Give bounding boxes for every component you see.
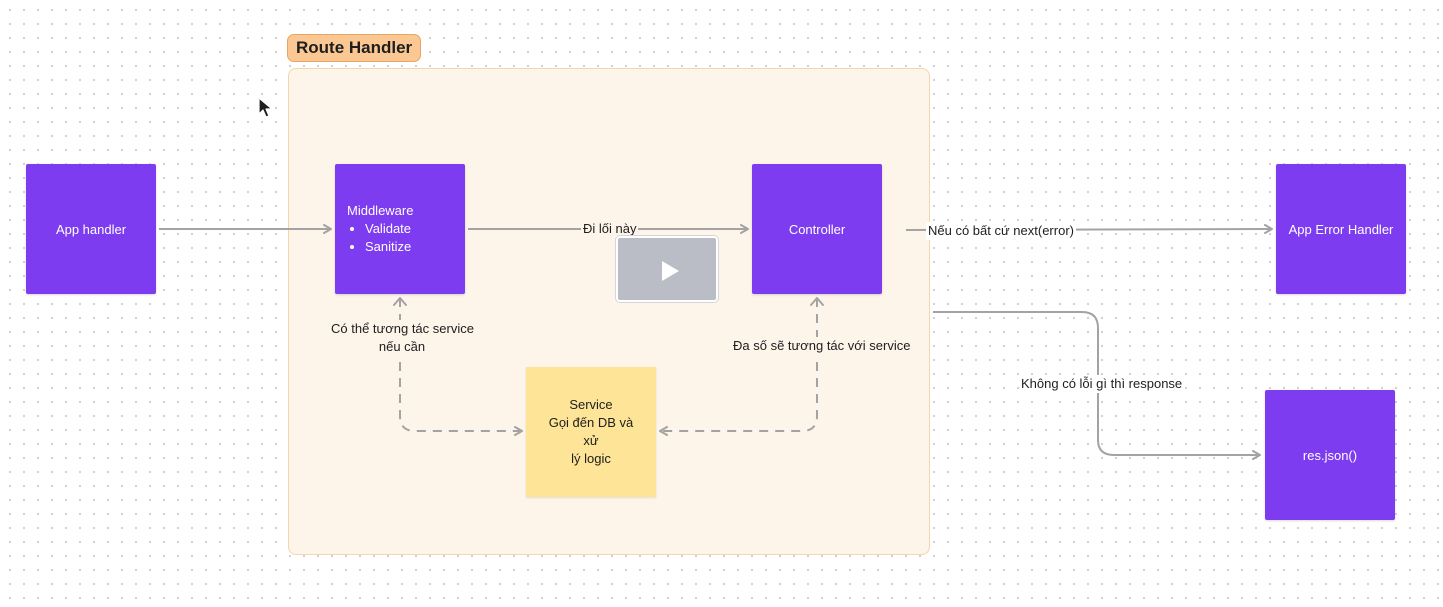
controller-node[interactable]: Controller xyxy=(752,164,882,294)
edge-label-controller-service[interactable]: Đa số sẽ tương tác với service xyxy=(731,337,913,355)
res-json-node[interactable]: res.json() xyxy=(1265,390,1395,520)
edge-label-middleware-service[interactable]: Có thể tương tác service nếu cần xyxy=(329,320,475,356)
app-error-handler-node[interactable]: App Error Handler xyxy=(1276,164,1406,294)
edge-middleware-service xyxy=(399,298,523,436)
controller-label: Controller xyxy=(788,221,846,237)
video-embed[interactable] xyxy=(616,236,718,302)
service-sticky-note[interactable]: Service Gọi đến DB và xử lý logic xyxy=(526,367,656,497)
app-handler-label: App handler xyxy=(55,221,127,237)
edge-label-response[interactable]: Không có lỗi gì thì response xyxy=(1019,375,1185,393)
middleware-item-sanitize: Sanitize xyxy=(365,238,413,256)
edge-label-next-error[interactable]: Nếu có bất cứ next(error) xyxy=(926,222,1076,240)
service-desc-line-1: Gọi đến DB và xử xyxy=(548,415,634,448)
edge-controller-service xyxy=(659,298,818,436)
frame-title[interactable]: Route Handler xyxy=(287,34,422,62)
play-icon[interactable] xyxy=(662,261,679,281)
service-desc-line-2: lý logic xyxy=(571,451,611,466)
edge-label-middleware-service-line-2: nếu cần xyxy=(378,339,426,354)
app-error-handler-label: App Error Handler xyxy=(1288,221,1394,237)
service-title: Service xyxy=(569,397,613,412)
middleware-title: Middleware xyxy=(347,203,414,218)
edge-label-di-loi-nay[interactable]: Đi lối này xyxy=(581,220,639,238)
middleware-node[interactable]: Middleware Validate Sanitize xyxy=(335,164,465,294)
app-handler-node[interactable]: App handler xyxy=(26,164,156,294)
mouse-cursor-icon xyxy=(258,97,273,118)
middleware-item-validate: Validate xyxy=(365,220,413,238)
edge-label-middleware-service-line-1: Có thể tương tác service xyxy=(331,321,474,336)
res-json-label: res.json() xyxy=(1302,447,1358,463)
